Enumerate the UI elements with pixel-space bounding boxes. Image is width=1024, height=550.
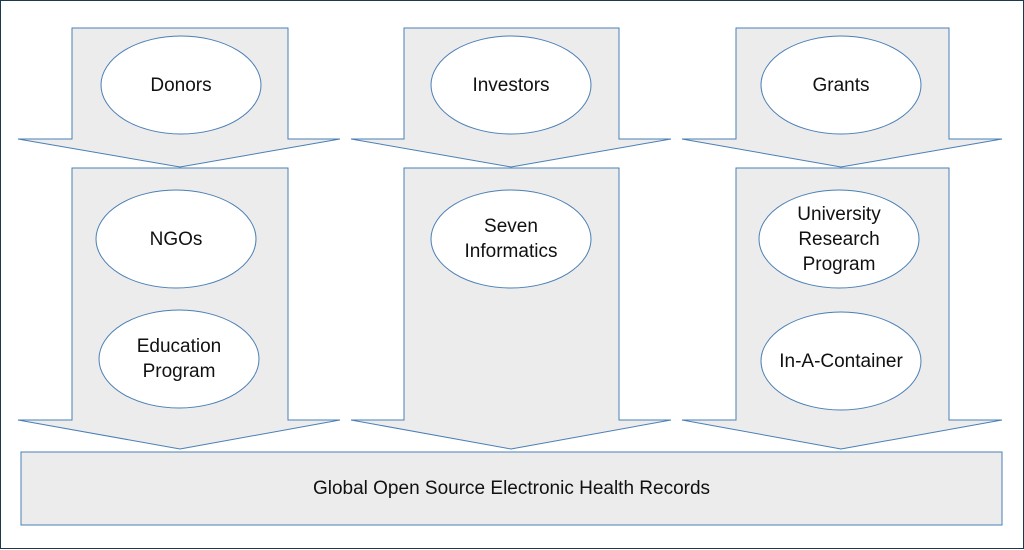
node-investors	[430, 35, 592, 135]
donors-label: Donors	[150, 74, 212, 96]
investors-label: Investors	[472, 74, 550, 96]
node-university-research-program	[758, 189, 920, 289]
node-grants	[760, 35, 922, 135]
grants-label: Grants	[812, 74, 870, 96]
education-program-label: Education Program	[136, 336, 222, 382]
target-label: Global Open Source Electronic Health Rec…	[312, 478, 711, 499]
target-box	[20, 451, 1003, 526]
node-education-program	[98, 309, 260, 409]
university-research-program-label: University Research Program	[797, 203, 881, 275]
seven-informatics-label: Seven Informatics	[464, 216, 558, 262]
node-seven-informatics	[430, 189, 592, 289]
in-a-container-label: In-A-Container	[779, 350, 903, 372]
node-ngos	[95, 189, 257, 289]
node-donors	[100, 35, 262, 135]
ngos-label: NGOs	[149, 228, 203, 250]
node-in-a-container	[760, 311, 922, 411]
